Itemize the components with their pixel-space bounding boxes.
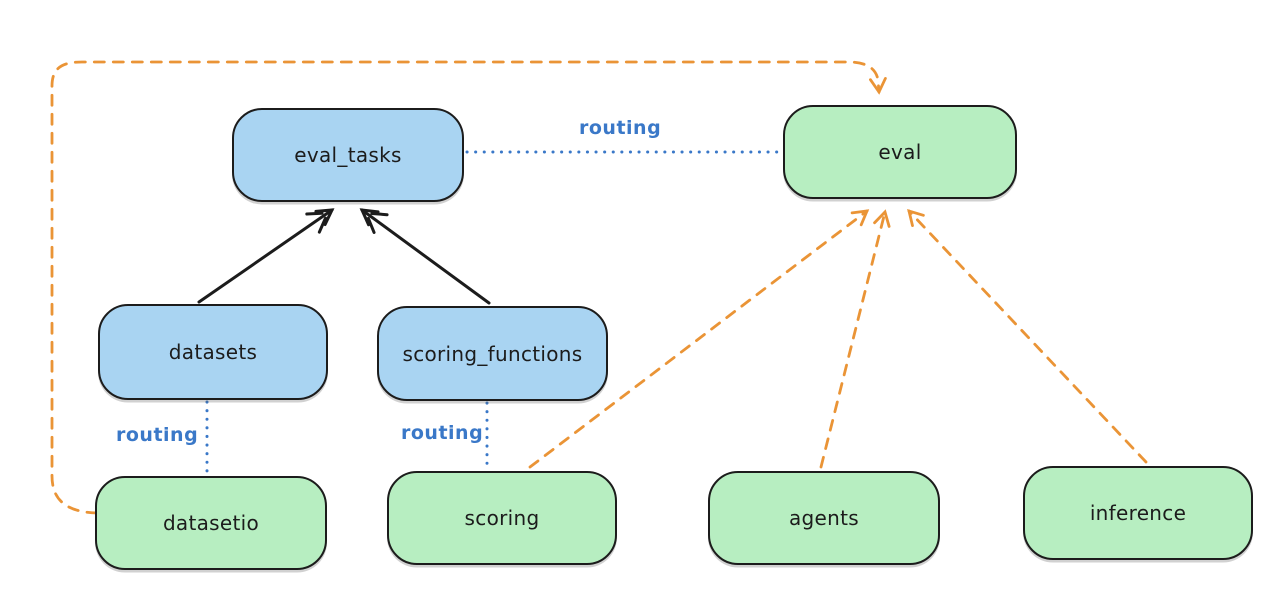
routing-label-scoring-functions-scoring: routing xyxy=(401,422,484,444)
node-agents-label: agents xyxy=(789,506,859,530)
edge-scoring-functions-to-eval-tasks xyxy=(359,208,491,305)
node-eval: eval xyxy=(783,105,1017,199)
node-datasets: datasets xyxy=(98,304,328,400)
node-eval-label: eval xyxy=(878,140,922,164)
node-scoring-functions: scoring_functions xyxy=(377,306,608,401)
node-scoring-label: scoring xyxy=(464,506,540,530)
node-scoring: scoring xyxy=(387,471,617,565)
node-agents: agents xyxy=(708,471,940,565)
node-scoring-functions-label: scoring_functions xyxy=(402,341,583,366)
edge-scoring-to-eval xyxy=(528,209,870,469)
routing-label-eval-tasks-eval: routing xyxy=(579,117,662,139)
edge-inference-to-eval xyxy=(907,208,1148,464)
node-eval-tasks-label: eval_tasks xyxy=(294,143,402,167)
edge-agents-to-eval xyxy=(819,209,891,469)
node-eval-tasks: eval_tasks xyxy=(232,108,464,202)
node-datasetio-label: datasetio xyxy=(162,511,260,535)
edge-datasets-to-eval-tasks xyxy=(197,208,335,304)
node-inference: inference xyxy=(1023,466,1253,560)
node-inference-label: inference xyxy=(1089,501,1187,525)
edge-datasetio-to-eval xyxy=(50,60,887,515)
node-datasets-label: datasets xyxy=(168,340,258,364)
routing-label-datasets-datasetio: routing xyxy=(116,424,199,446)
node-datasetio: datasetio xyxy=(95,476,327,570)
